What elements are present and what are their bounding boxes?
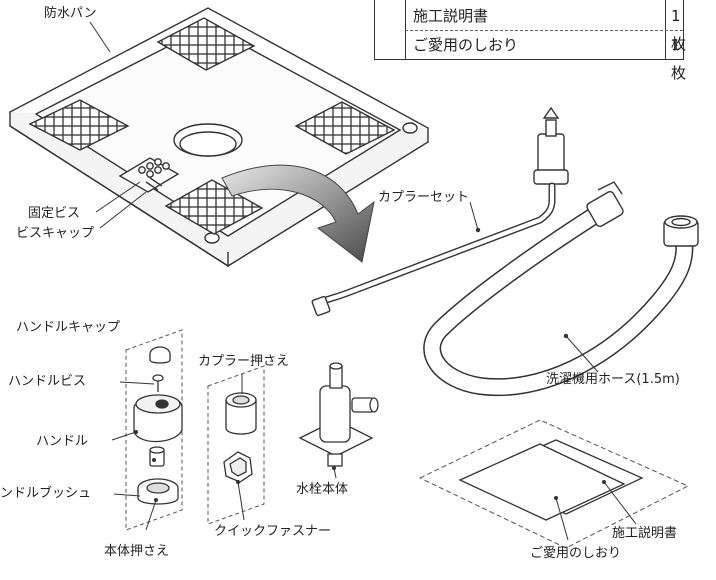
coupler-set bbox=[311, 106, 569, 317]
label-manual: 施工説明書 bbox=[612, 526, 678, 541]
table-cell-qty: 1枚 bbox=[671, 7, 687, 53]
parts-table: 施工説明書 1枚 ご愛用のしおり 1枚 bbox=[374, 0, 686, 82]
label-screw-caps: ビスキャップ bbox=[16, 226, 95, 241]
label-quick-fastener: クイックファスナー bbox=[214, 524, 332, 539]
documents bbox=[418, 419, 690, 549]
table-cell-name: ご愛用のしおり bbox=[413, 36, 519, 54]
table-cell-qty: 1枚 bbox=[671, 36, 687, 82]
pan-leaders bbox=[89, 21, 147, 229]
label-coupler-set: カプラーセット bbox=[378, 190, 470, 205]
label-screws: 固定ビス bbox=[28, 206, 81, 221]
table-col-rule bbox=[665, 0, 666, 59]
table-row: 施工説明書 1枚 bbox=[405, 2, 686, 53]
label-coupler-holder: カプラー押さえ bbox=[198, 354, 290, 369]
label-guide: ご愛用のしおり bbox=[530, 546, 622, 561]
curved-arrow bbox=[221, 164, 375, 263]
label-hose: 洗濯機用ホース(1.5m) bbox=[546, 372, 680, 387]
coupler-holder-group bbox=[207, 365, 265, 525]
label-handle-cap: ハンドルキャップ bbox=[16, 320, 121, 335]
table-row: ご愛用のしおり 1枚 bbox=[405, 31, 686, 82]
faucet-body bbox=[298, 362, 379, 467]
table-cell-name: 施工説明書 bbox=[413, 7, 489, 25]
label-pan: 防水パン bbox=[44, 6, 97, 21]
label-faucet-body: 水栓本体 bbox=[296, 482, 349, 497]
table-left-rule bbox=[405, 0, 406, 59]
label-body-holder: 本体押さえ bbox=[104, 544, 170, 559]
label-handle: ハンドル bbox=[36, 434, 89, 449]
label-handle-screw: ハンドルビス bbox=[8, 374, 87, 389]
washing-hose bbox=[423, 181, 699, 397]
label-handle-bush: ンドルブッシュ bbox=[0, 486, 92, 501]
handle-group bbox=[111, 329, 183, 531]
